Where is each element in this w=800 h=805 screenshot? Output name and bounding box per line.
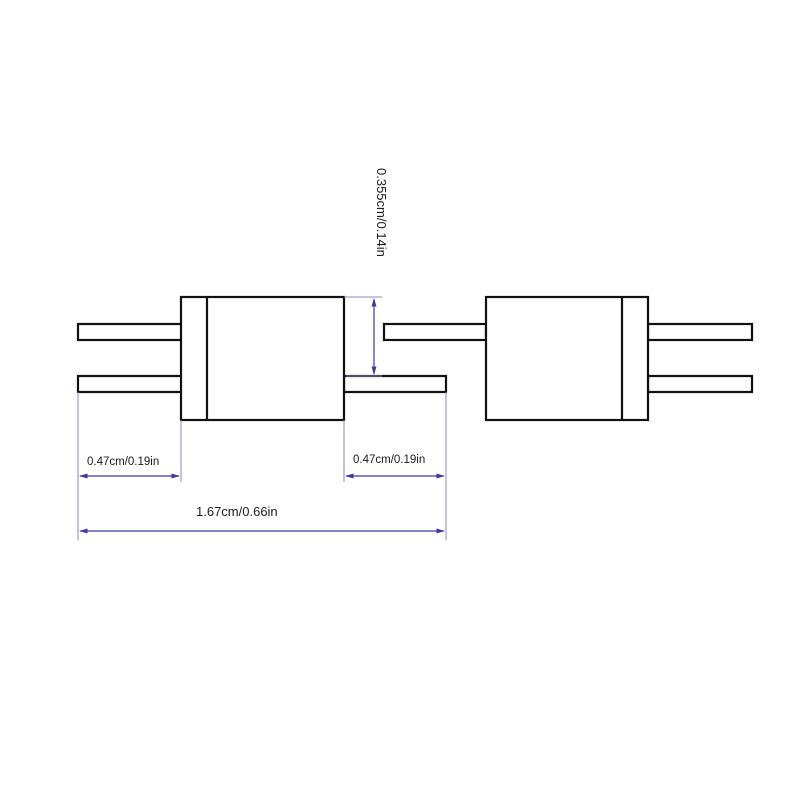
left-connector-pin-right [342,374,448,394]
left-connector-pin-top [76,322,184,342]
left-connector-body [179,295,346,422]
right-pin-dimension-label: 0.47cm/0.19in [353,454,425,466]
right-connector-body [484,295,650,422]
left-connector [76,295,448,422]
left-connector-pin-bottom [76,374,184,394]
extension-lines [77,296,447,540]
right-connector [382,295,754,422]
total-length-dimension-label: 1.67cm/0.66in [196,504,278,519]
left-pin-dimension-label: 0.47cm/0.19in [87,456,159,468]
right-connector-pin-bottom [646,374,754,394]
right-connector-pin-top [646,322,754,342]
height-dimension-label: 0.355cm/0.14in [374,168,389,257]
right-connector-pin-left [382,322,488,342]
